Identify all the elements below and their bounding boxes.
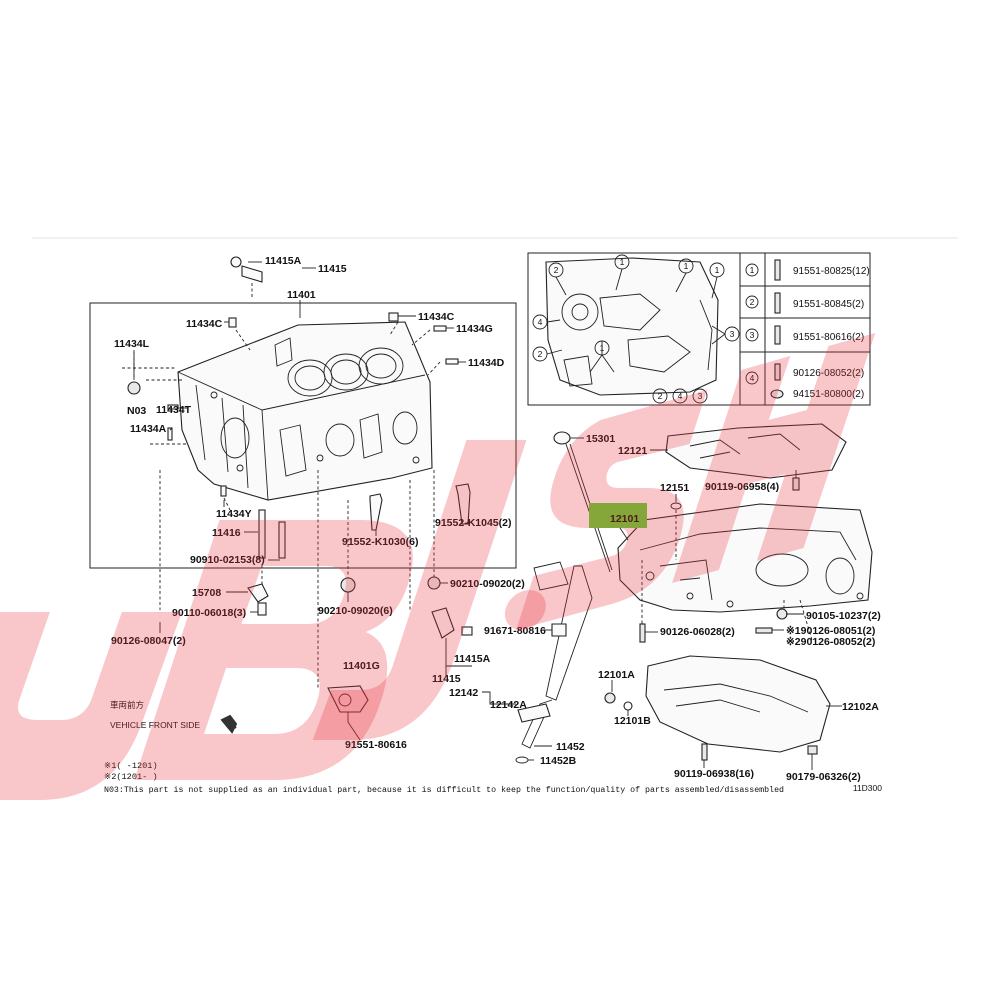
note-range-1: ※1( -1201) xyxy=(104,761,158,771)
right-part-labels: 15301 12121 90119-06958(4) 12151 12101 9… xyxy=(449,433,881,783)
label-90119-06938[interactable]: 90119-06938(16) xyxy=(674,768,754,780)
front-side-en: VEHICLE FRONT SIDE xyxy=(110,720,200,730)
label-12102A[interactable]: 12102A xyxy=(842,701,879,713)
legend-num-2: 2 xyxy=(750,297,755,307)
label-90126-08052[interactable]: ※290126-08052(2) xyxy=(786,636,875,648)
label-11415-lower[interactable]: 11415 xyxy=(432,673,461,685)
label-11434G[interactable]: 11434G xyxy=(456,323,493,335)
label-12101A[interactable]: 12101A xyxy=(598,669,635,681)
front-side-jp: 車両前方 xyxy=(110,700,144,710)
label-90210-09020-6[interactable]: 90210-09020(6) xyxy=(318,605,393,617)
legend-row-4a: 90126-08052(2) xyxy=(793,368,864,379)
label-15301[interactable]: 15301 xyxy=(586,433,615,445)
callout-4a: 4 xyxy=(538,317,543,327)
legend-num-3: 3 xyxy=(750,330,755,340)
label-15708[interactable]: 15708 xyxy=(192,587,221,599)
label-12151[interactable]: 12151 xyxy=(660,482,689,494)
note-range-2: ※2(1201- ) xyxy=(104,772,158,782)
part-12101-highlight xyxy=(589,503,647,528)
label-90126-08047[interactable]: 90126-08047(2) xyxy=(111,635,186,647)
callout-1d: 1 xyxy=(600,343,605,353)
label-12101[interactable]: 12101 xyxy=(610,513,639,525)
legend-row-2: 91551-80845(2) xyxy=(793,299,864,310)
label-11434C-right[interactable]: 11434C xyxy=(418,311,455,323)
legend-num-1: 1 xyxy=(750,265,755,275)
left-dashed-leaders xyxy=(122,321,441,690)
label-11434L[interactable]: 11434L xyxy=(114,338,150,350)
label-12142[interactable]: 12142 xyxy=(449,687,478,699)
cylinder-block-illustration xyxy=(177,321,433,501)
label-90910-02153[interactable]: 90910-02153(8) xyxy=(190,554,265,566)
label-90105-10237[interactable]: 90105-10237(2) xyxy=(806,610,881,622)
cylinder-block-frame xyxy=(89,302,517,569)
label-11401G[interactable]: 11401G xyxy=(343,660,380,672)
label-90110-06018[interactable]: 90110-06018(3) xyxy=(172,607,246,619)
label-11416[interactable]: 11416 xyxy=(212,527,241,539)
timing-cover-illustration xyxy=(532,254,740,404)
label-11452[interactable]: 11452 xyxy=(556,741,585,753)
label-91671-80816[interactable]: 91671-80816 xyxy=(484,625,546,637)
label-11434C-left[interactable]: 11434C xyxy=(186,318,223,330)
label-90210-09020-2[interactable]: 90210-09020(2) xyxy=(450,578,525,590)
callout-4b: 4 xyxy=(678,391,683,401)
callout-3b: 3 xyxy=(698,391,703,401)
label-11434Y[interactable]: 11434Y xyxy=(216,508,252,520)
n03-footnote: N03:This part is not supplied as an indi… xyxy=(104,785,784,795)
label-12101B[interactable]: 12101B xyxy=(614,715,651,727)
label-90119-06958[interactable]: 90119-06958(4) xyxy=(705,481,779,493)
label-90126-08051[interactable]: ※190126-08051(2) xyxy=(786,625,875,637)
label-91551-80616[interactable]: 91551-80616 xyxy=(345,739,407,751)
left-leader-lines xyxy=(133,261,472,741)
label-11401[interactable]: 11401 xyxy=(287,289,316,301)
legend-num-4: 4 xyxy=(750,373,755,383)
label-12121[interactable]: 12121 xyxy=(618,445,647,457)
label-11434T[interactable]: 11434T xyxy=(156,404,192,416)
callout-2a: 2 xyxy=(554,265,559,275)
inset-callout-numbers: 2 1 1 1 4 2 1 3 2 4 3 xyxy=(538,257,735,401)
label-12142A[interactable]: 12142A xyxy=(490,699,527,711)
callout-3a: 3 xyxy=(730,329,735,339)
callout-2b: 2 xyxy=(538,349,543,359)
label-90179-06326[interactable]: 90179-06326(2) xyxy=(786,771,861,783)
bolt-legend-table: 1 2 3 4 91551-80825(12) 91551-80845(2) 9… xyxy=(739,252,871,406)
callout-1c: 1 xyxy=(715,265,720,275)
left-part-labels: 11415A 11415 11401 11434C 11434C 11434G … xyxy=(111,255,525,751)
callout-2c: 2 xyxy=(658,391,663,401)
callout-1b: 1 xyxy=(684,261,689,271)
legend-row-3: 91551-80616(2) xyxy=(793,332,864,343)
right-leader-lines xyxy=(482,437,842,770)
legend-row-1: 91551-80825(12) xyxy=(793,266,870,277)
legend-row-4b: 94151-80800(2) xyxy=(793,389,864,400)
label-90126-06028[interactable]: 90126-06028(2) xyxy=(660,626,735,638)
diagram-code: 11D300 xyxy=(853,783,882,793)
label-91552-K1045[interactable]: 91552-K1045(2) xyxy=(435,517,511,529)
label-11415A[interactable]: 11415A xyxy=(265,255,302,267)
label-11452B[interactable]: 11452B xyxy=(540,755,577,767)
oil-pan-parts-illustration xyxy=(515,423,873,764)
label-91552-K1030[interactable]: 91552-K1030(6) xyxy=(342,536,418,548)
label-11434D[interactable]: 11434D xyxy=(468,357,505,369)
label-11415[interactable]: 11415 xyxy=(318,263,347,275)
diagram-notes: 車両前方 VEHICLE FRONT SIDE ※1( -1201) ※2(12… xyxy=(104,700,882,795)
label-N03[interactable]: N03 xyxy=(127,405,146,417)
watermark-logo xyxy=(0,333,876,800)
callout-1a: 1 xyxy=(620,257,625,267)
label-11434A[interactable]: 11434A xyxy=(130,423,167,435)
left-small-parts xyxy=(127,256,473,734)
label-11415A-lower[interactable]: 11415A xyxy=(454,653,491,665)
